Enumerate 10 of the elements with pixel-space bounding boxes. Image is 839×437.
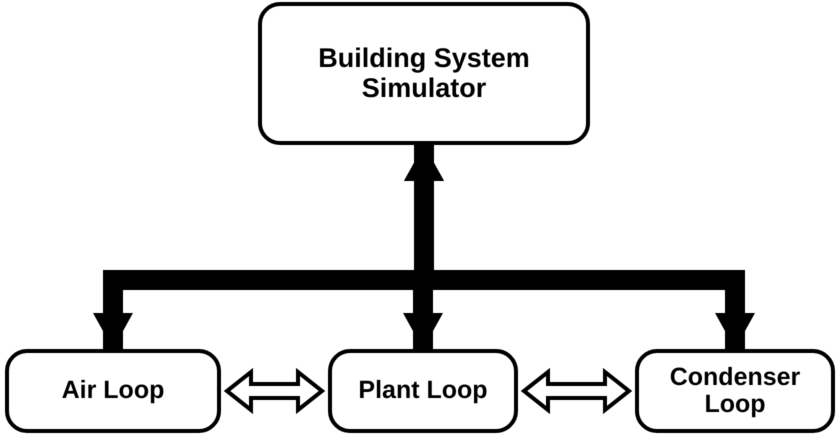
box-label: Condenser Loop xyxy=(668,364,802,418)
process-box xyxy=(635,349,835,433)
box-label: Air Loop xyxy=(60,377,166,405)
box-label: Plant Loop xyxy=(357,377,489,405)
double-arrow xyxy=(224,368,326,414)
process-box xyxy=(328,349,518,433)
process-box xyxy=(258,2,590,145)
process-box xyxy=(5,349,221,433)
double-arrow xyxy=(520,368,632,414)
box-label: Building System Simulator xyxy=(317,44,531,104)
